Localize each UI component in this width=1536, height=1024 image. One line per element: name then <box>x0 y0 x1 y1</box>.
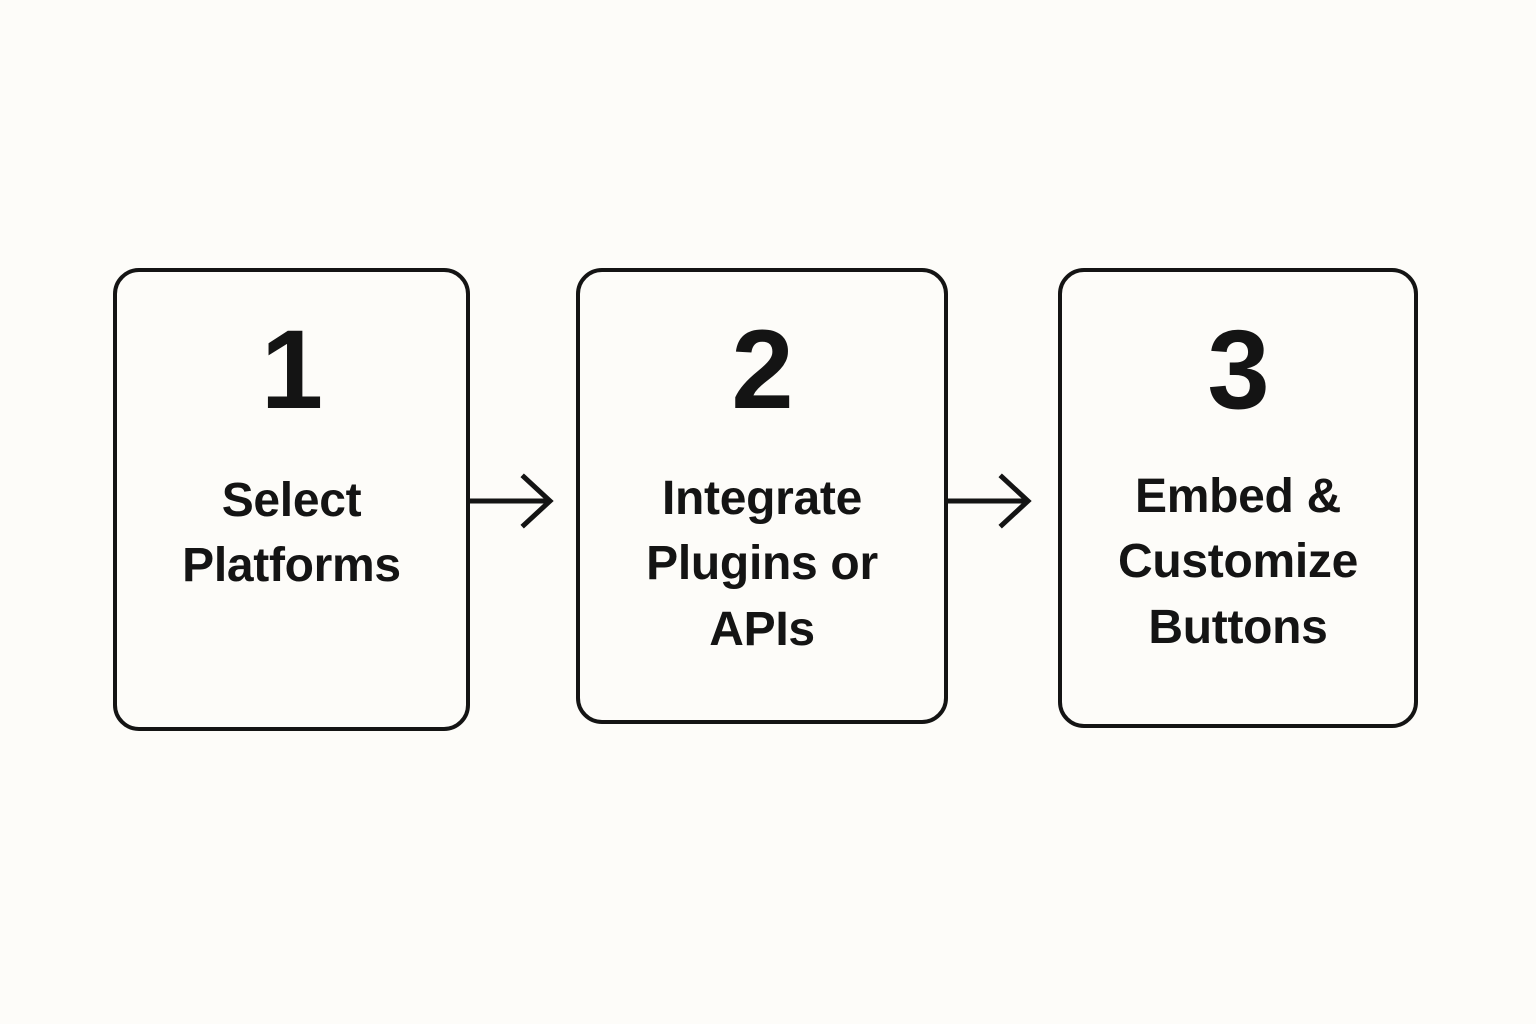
step-label-2-line-2: Plugins or <box>646 537 878 591</box>
step-box-2[interactable]: 2 Integrate Plugins or APIs <box>576 268 948 724</box>
step-box-3[interactable]: 3 Embed & Customize Buttons <box>1058 268 1418 728</box>
step-label-3-line-1: Embed & <box>1135 470 1341 523</box>
step-number-3: 3 <box>1207 307 1269 432</box>
step-number-2: 2 <box>731 307 793 432</box>
step-label-2-line-3: APIs <box>709 602 815 656</box>
step-number-1: 1 <box>260 307 323 432</box>
step-label-3-line-3: Buttons <box>1148 600 1328 654</box>
connector-step2-to-step3 <box>944 466 1040 536</box>
step-label-2-line-1: Integrate <box>661 472 862 525</box>
step-label-3: Embed & Customize Buttons <box>1062 464 1414 660</box>
step-box-1[interactable]: 1 Select Platforms <box>113 268 470 731</box>
step-label-3-line-2: Customize <box>1118 535 1358 589</box>
step-label-1-line-1: Select <box>221 474 362 527</box>
step-label-1-line-2: Platforms <box>182 539 401 593</box>
step-label-2: Integrate Plugins or APIs <box>580 466 944 662</box>
connector-step1-to-step2 <box>466 466 562 536</box>
arrow-right-icon <box>466 473 554 529</box>
arrow-right-icon <box>944 473 1032 529</box>
step-label-1: Select Platforms <box>117 468 466 599</box>
